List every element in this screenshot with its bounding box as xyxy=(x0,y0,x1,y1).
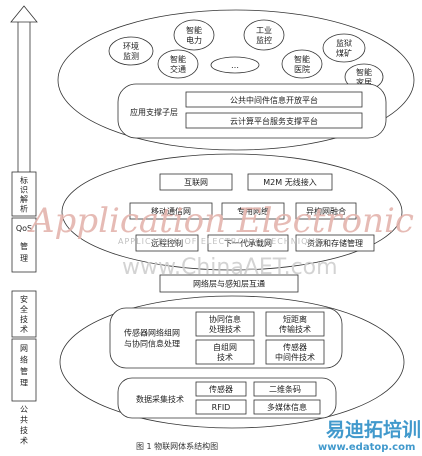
net-mgmt-box xyxy=(11,338,37,402)
watermark-red-text: Application Electronic Technique xyxy=(27,201,422,241)
collect-box-label: 多媒体信息 xyxy=(267,402,307,412)
sensor-box-label: 短距离传输技术 xyxy=(279,314,311,334)
app-oval xyxy=(108,36,154,66)
network-box-label: M2M 无线接入 xyxy=(263,177,316,187)
interconnect-box xyxy=(159,274,299,293)
app-oval-label: 智能交通 xyxy=(170,54,186,74)
watermark-logo: 易迪拓培训 xyxy=(326,418,421,441)
collect-box-label: 传感器 xyxy=(209,384,233,394)
app-oval-label: … xyxy=(231,61,239,70)
app-oval xyxy=(281,49,323,79)
network-box-label: 远程控制 xyxy=(151,238,183,248)
sensor-box-label: 传感器中间件技术 xyxy=(275,342,315,362)
support-box-2-label: 云计算平台服务支撑平台 xyxy=(230,116,318,126)
network-box xyxy=(295,234,375,252)
interconnect-label: 网络层与感知层互通 xyxy=(193,278,265,288)
watermark-logo-url: www.edatop.com xyxy=(318,442,415,453)
data-collect-label: 数据采集技术 xyxy=(136,394,184,404)
sensor-box xyxy=(265,339,325,365)
network-box-label: 下一代承载网 xyxy=(224,238,272,248)
network-box-label: 资源和存储管理 xyxy=(307,238,363,248)
network-box xyxy=(135,234,199,252)
public-tech-label: 公共技术 xyxy=(20,405,28,446)
app-oval xyxy=(157,49,199,79)
arrow-head-icon xyxy=(10,5,38,23)
app-oval xyxy=(173,19,215,51)
app-oval-label: 工业监控 xyxy=(256,25,272,45)
collect-boxes: 传感器 二维条码 RFID 多媒体信息 xyxy=(195,381,321,415)
app-oval xyxy=(243,19,285,51)
sensor-box-label: 自组网技术 xyxy=(213,342,237,362)
network-box xyxy=(247,173,333,191)
app-oval-label: 监狱煤矿 xyxy=(336,38,352,58)
support-sublayer-label: 应用支撑子层 xyxy=(130,107,178,117)
sensor-box xyxy=(195,311,255,337)
security-label: 安全技术 xyxy=(20,294,28,334)
security-box xyxy=(11,290,37,338)
sensor-box-label: 协同信息处理技术 xyxy=(209,314,241,334)
sensor-box xyxy=(195,339,255,365)
network-box-label: 异构网融合 xyxy=(306,206,346,216)
app-oval-label: 智能电力 xyxy=(186,25,202,45)
watermarks: Application Electronic Technique APPLICA… xyxy=(27,201,422,453)
support-box-2 xyxy=(185,112,363,129)
watermark-url: www.ChinaAET.com xyxy=(122,255,338,280)
identification-label: 标识解析 xyxy=(20,175,28,214)
qos-box xyxy=(11,217,37,273)
collect-box xyxy=(253,399,321,415)
network-box-label: 移动通信网 xyxy=(151,206,191,216)
network-box xyxy=(295,202,357,220)
net-mgmt-label: 网络管理 xyxy=(20,344,28,388)
network-box xyxy=(129,202,213,220)
sensor-box xyxy=(265,311,325,337)
network-box xyxy=(221,202,285,220)
network-box xyxy=(159,173,233,191)
network-box-label: 专用网络 xyxy=(237,206,269,216)
identification-box xyxy=(11,171,37,217)
sensor-net-label: 传感器网络组网与协同信息处理 xyxy=(124,327,180,348)
watermark-subtitle: APPLICATION OF ELECTRONIC TECHNIQUE xyxy=(118,237,321,246)
figure-caption: 图 1 物联网体系结构图 xyxy=(136,441,218,451)
support-box-1 xyxy=(185,91,363,108)
app-oval-label: 环境监测 xyxy=(123,41,139,61)
collect-box xyxy=(195,381,247,397)
support-box-1-label: 公共中间件信息开放平台 xyxy=(230,95,318,105)
app-oval-label: 智能家居 xyxy=(356,67,372,87)
collect-box-label: RFID xyxy=(212,403,231,412)
collect-box xyxy=(195,399,247,415)
collect-box-label: 二维条码 xyxy=(269,384,301,394)
network-box-label: 互联网 xyxy=(184,178,208,187)
collect-box xyxy=(253,381,317,397)
network-box xyxy=(207,234,289,252)
app-oval xyxy=(322,33,366,63)
app-oval-label: 智能医院 xyxy=(294,54,310,74)
app-oval xyxy=(210,56,260,74)
